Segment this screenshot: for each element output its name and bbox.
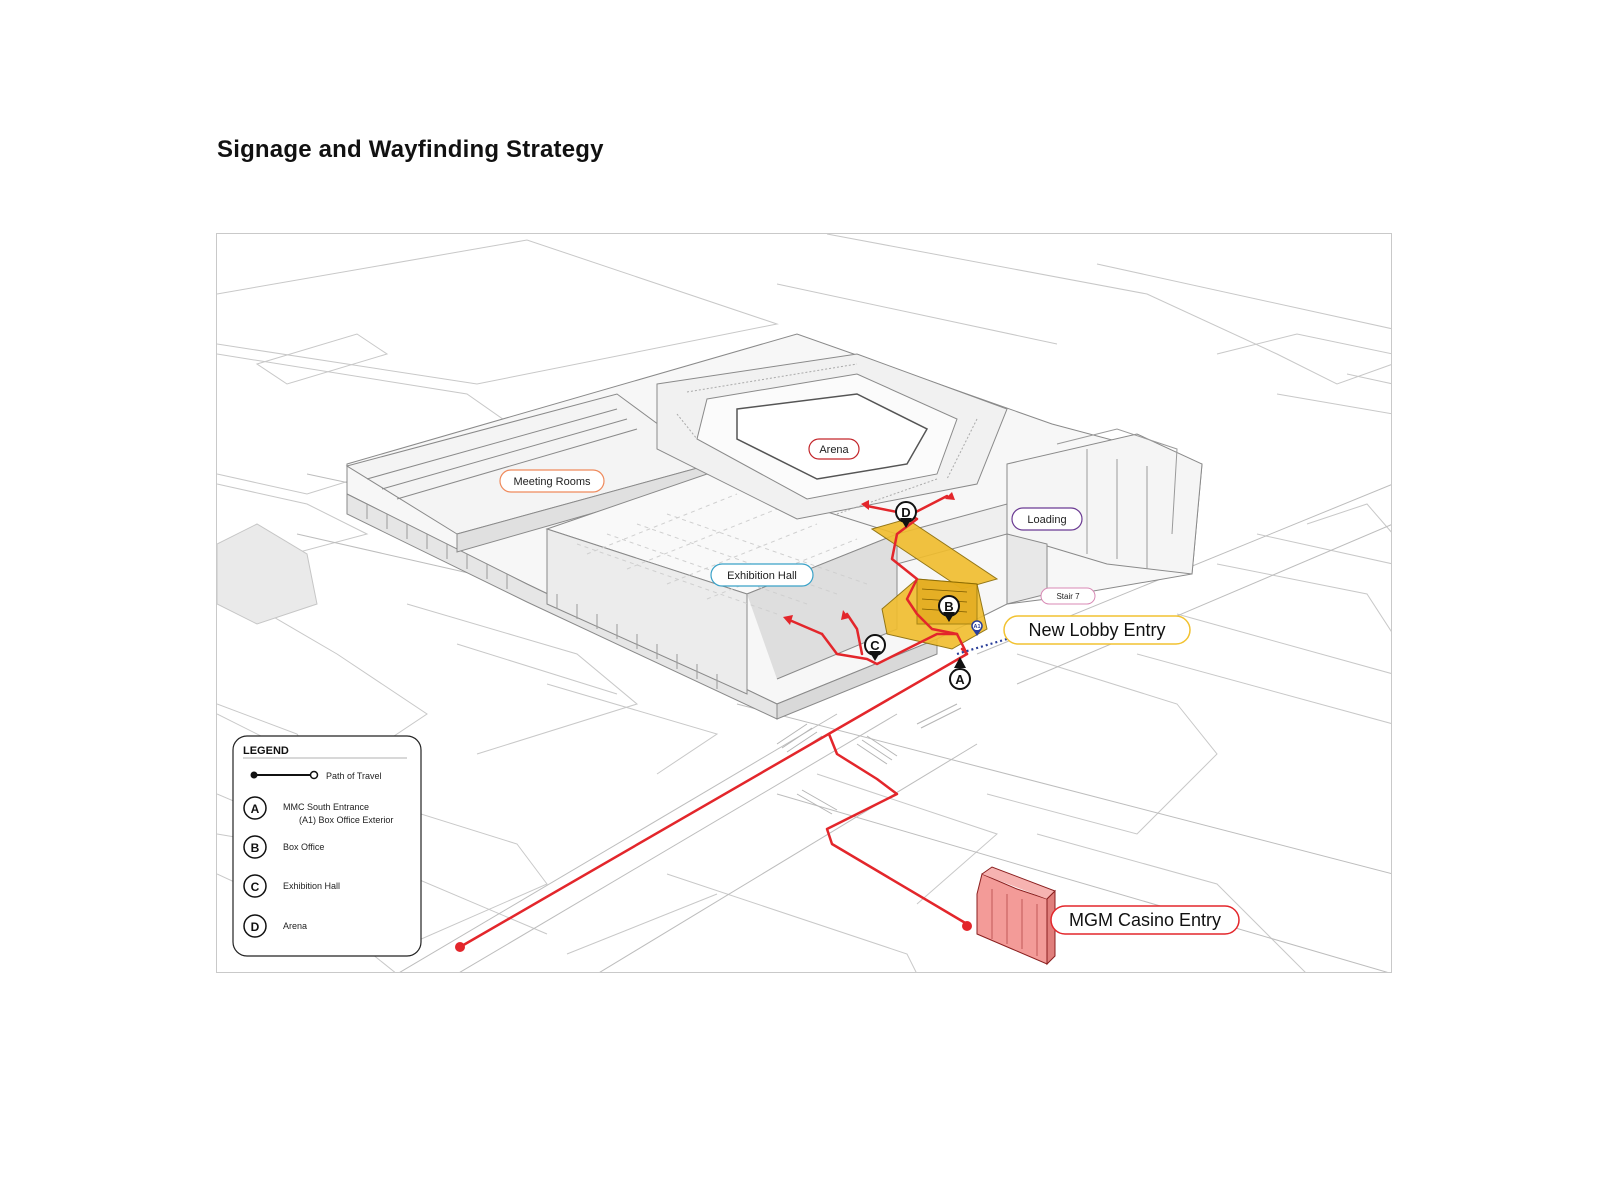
crosswalks	[776, 703, 962, 815]
plaza-shape	[217, 523, 318, 625]
svg-text:C: C	[251, 880, 260, 894]
path-of-travel	[458, 494, 969, 949]
mgm-casino-building	[976, 866, 1056, 966]
svg-text:Meeting Rooms: Meeting Rooms	[513, 476, 591, 488]
svg-text:Arena: Arena	[819, 444, 849, 456]
marker-c: C	[864, 634, 886, 661]
svg-text:D: D	[251, 920, 260, 934]
path-start-point	[455, 942, 465, 952]
legend-item-b: B Box Office	[243, 835, 324, 859]
marker-a-label: A	[955, 672, 965, 687]
svg-text:Exhibition Hall: Exhibition Hall	[727, 570, 797, 582]
isometric-site-map: D B C A A1 Arena Meeting Roo	[217, 234, 1391, 972]
box-office-dotted-path	[956, 637, 1008, 656]
svg-text:B: B	[251, 841, 260, 855]
svg-text:MGM Casino Entry: MGM Casino Entry	[1069, 910, 1221, 930]
site-plan-frame: D B C A A1 Arena Meeting Roo	[216, 233, 1392, 973]
marker-d: D	[895, 501, 917, 528]
svg-text:A: A	[251, 802, 260, 816]
svg-text:Path of Travel: Path of Travel	[326, 771, 382, 781]
label-new-lobby-entry: New Lobby Entry	[1003, 615, 1191, 645]
svg-text:MMC South Entrance: MMC South Entrance	[283, 802, 369, 812]
svg-text:Exhibition Hall: Exhibition Hall	[283, 881, 340, 891]
label-meeting-rooms: Meeting Rooms	[499, 469, 605, 493]
marker-b: B	[938, 595, 960, 622]
svg-text:Loading: Loading	[1027, 514, 1066, 526]
svg-text:Stair 7: Stair 7	[1056, 592, 1080, 601]
convention-building	[345, 333, 1203, 720]
legend-item-c: C Exhibition Hall	[243, 874, 340, 898]
marker-b-label: B	[944, 599, 953, 614]
svg-text:(A1) Box Office Exterior: (A1) Box Office Exterior	[299, 815, 393, 825]
legend-item-d: D Arena	[243, 914, 307, 938]
marker-a1: A1	[971, 620, 983, 636]
marker-d-label: D	[901, 505, 910, 520]
marker-c-label: C	[870, 638, 880, 653]
label-exhibition-hall: Exhibition Hall	[710, 563, 814, 587]
marker-a1-label: A1	[973, 624, 980, 630]
label-loading: Loading	[1011, 507, 1083, 531]
legend-path-of-travel: Path of Travel	[250, 770, 382, 781]
path-arrowheads	[783, 492, 955, 625]
path-end-point	[962, 921, 972, 931]
label-arena: Arena	[808, 438, 860, 460]
marker-a: A	[949, 657, 971, 690]
legend-title: LEGEND	[243, 745, 289, 757]
legend-item-a: A MMC South Entrance (A1) Box Office Ext…	[243, 796, 393, 825]
label-stair-7: Stair 7	[1040, 587, 1096, 605]
legend: LEGEND Path of Travel A MMC South Entran…	[232, 735, 422, 957]
svg-text:Box Office: Box Office	[283, 842, 324, 852]
svg-text:Arena: Arena	[283, 921, 307, 931]
svg-text:New Lobby Entry: New Lobby Entry	[1028, 620, 1165, 640]
label-mgm-casino-entry: MGM Casino Entry	[1050, 905, 1240, 935]
page-title: Signage and Wayfinding Strategy	[217, 136, 604, 163]
